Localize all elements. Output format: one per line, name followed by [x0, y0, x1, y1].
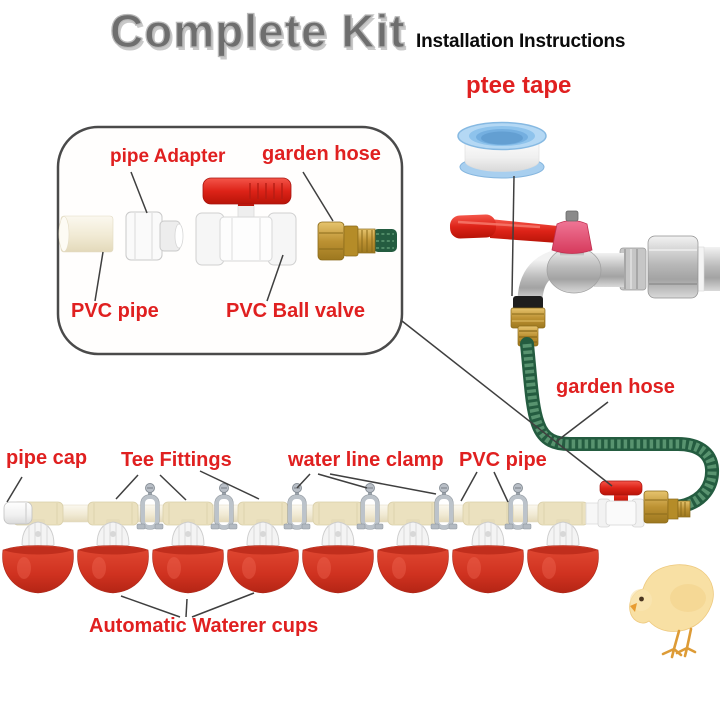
pointer-clamp-3	[329, 473, 437, 495]
pointer-box-to-valve	[401, 320, 613, 487]
pointer-ball-valve	[266, 254, 284, 302]
ptfe-tape-roll	[457, 121, 547, 179]
pointer-pvc-pipe-box	[94, 251, 104, 302]
kit-title: Complete Kit	[109, 4, 406, 57]
subtitle: Installation Instructions	[416, 31, 626, 52]
pvc-pipe-sample	[58, 215, 114, 253]
pvc-pipe-label-box: PVC pipe	[71, 300, 159, 322]
waterer-cup	[1, 518, 75, 594]
pointer-cup-3	[191, 592, 255, 618]
automatic-waterer-cups-label: Automatic Waterer cups	[89, 615, 319, 637]
garden-hose-connector-sample	[317, 221, 397, 261]
ptee-tape-label: ptee tape	[466, 72, 572, 99]
main-pipe-assembly	[1, 480, 691, 594]
tee-fittings-label: Tee Fittings	[121, 449, 232, 471]
faucet-screw	[565, 210, 579, 222]
pipe-adapter-label: pipe Adapter	[110, 146, 226, 167]
waterer-cup	[151, 518, 225, 594]
pointer-cup-2	[185, 598, 188, 618]
waterer-cup	[451, 518, 525, 594]
pointer-pvc-pipe-2	[493, 471, 509, 503]
pointer-garden-hose	[556, 401, 609, 442]
chick-legs	[661, 627, 697, 659]
pvc-ball-valve-sample	[195, 177, 297, 266]
pointer-cup-1	[120, 595, 181, 618]
faucet-black-collar	[513, 296, 543, 310]
pointer-pvc-pipe-1	[460, 471, 478, 502]
pointer-tee-1	[115, 474, 139, 500]
pointer-pipe-cap	[6, 476, 23, 503]
main-ball-valve	[597, 480, 645, 528]
chick-eye	[639, 596, 644, 602]
faucet-bonnet	[551, 220, 593, 254]
pvc-pipe-label: PVC pipe	[459, 449, 547, 471]
garden-hose-label: garden hose	[556, 376, 675, 398]
pointer-pipe-adapter	[130, 171, 148, 214]
waterer-cup	[76, 518, 150, 594]
pointer-tee-2	[159, 474, 187, 501]
water-line-clamp-label: water line clamp	[288, 449, 444, 471]
waterer-cup	[226, 518, 300, 594]
pointer-clamp-1	[296, 473, 311, 489]
chick-beak	[630, 603, 637, 612]
pipe-cap	[3, 501, 33, 525]
pointer-lines	[6, 171, 613, 618]
pointer-clamp-2	[317, 473, 368, 489]
pvc-ball-valve-label: PVC Ball valve	[226, 300, 365, 322]
pipe-adapter-fitting	[125, 211, 184, 261]
faucet	[449, 210, 720, 347]
chick-image	[629, 564, 714, 659]
waterer-cup	[301, 518, 375, 594]
waterer-cup	[376, 518, 450, 594]
faucet-lever	[449, 214, 558, 243]
pointer-ptee-tape	[511, 175, 515, 297]
pointer-garden-hose-box	[302, 171, 334, 222]
pointer-tee-3	[199, 470, 260, 500]
garden-hose-label-box: garden hose	[262, 143, 381, 165]
waterer-cups-group	[1, 518, 600, 594]
waterer-cup	[526, 518, 600, 594]
pipe-cap-label: pipe cap	[6, 447, 88, 469]
main-brass-hose-fitting	[643, 490, 691, 524]
valve-handle	[202, 177, 292, 206]
